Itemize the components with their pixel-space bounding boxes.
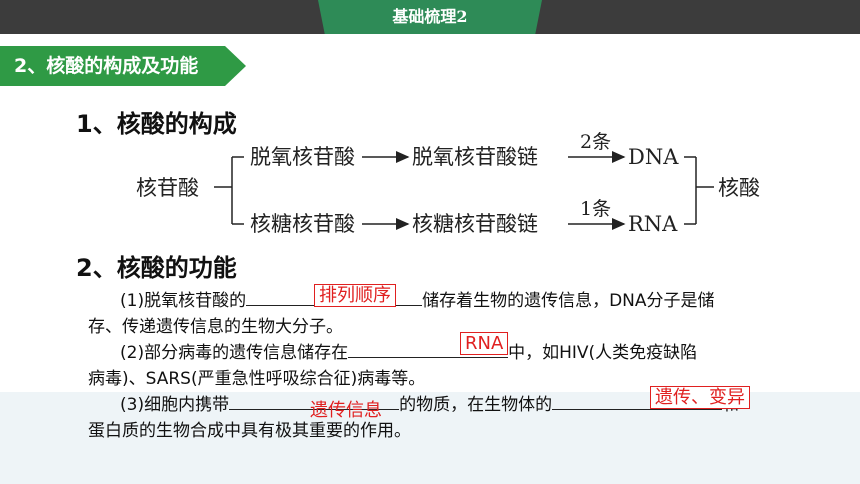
answer-2: RNA <box>460 332 509 355</box>
p1-text-a: (1)脱氧核苷酸的 <box>120 291 247 311</box>
header-tab <box>318 0 542 34</box>
row1-count: 2条 <box>580 131 611 153</box>
function-heading: 2、核酸的功能 <box>76 254 237 282</box>
blank-4 <box>552 391 723 410</box>
row2-product: RNA <box>628 212 678 236</box>
p2-text-b: 中，如HIV(人类免疫缺陷 <box>508 343 698 363</box>
p3-text-a: (3)细胞内携带 <box>120 395 230 415</box>
p1-text-c: 存、传递遗传信息的生物大分子。 <box>88 317 343 337</box>
row1-product: DNA <box>628 145 679 169</box>
section-tag: 2、核酸的构成及功能 <box>0 46 246 86</box>
paragraph-2: (2)部分病毒的遗传信息储存在 中，如HIV(人类免疫缺陷 病毒)、SARS(严重… <box>88 339 818 392</box>
row1-chain: 脱氧核苷酸链 <box>412 145 538 169</box>
row2-count: 1条 <box>580 198 611 220</box>
result-label: 核酸 <box>718 176 760 200</box>
section-label: 2、核酸的构成及功能 <box>14 55 199 77</box>
p2-text-a: (2)部分病毒的遗传信息储存在 <box>120 343 349 363</box>
p2-text-c: 病毒)、SARS(严重急性呼吸综合征)病毒等。 <box>88 369 426 389</box>
row1-nucleotide: 脱氧核苷酸 <box>250 145 355 169</box>
answer-4: 遗传、变异 <box>650 383 750 409</box>
paragraph-1: (1)脱氧核苷酸的 储存着生物的遗传信息，DNA分子是储 存、传递遗传信息的生物大… <box>88 287 818 340</box>
row2-chain: 核糖核苷酸链 <box>412 212 538 236</box>
composition-heading: 1、核酸的构成 <box>76 110 237 138</box>
top-bar: 基础梳理2 <box>0 0 860 34</box>
blank-2 <box>348 339 509 358</box>
row2-nucleotide: 核糖核苷酸 <box>250 212 355 236</box>
blank-3 <box>229 391 400 410</box>
header-title: 基础梳理2 <box>392 7 468 26</box>
p3-text-b: 的物质，在生物体的 <box>399 395 553 415</box>
root-label: 核苷酸 <box>136 176 199 200</box>
answer-3: 遗传信息 <box>310 400 382 421</box>
p1-text-b: 储存着生物的遗传信息，DNA分子是储 <box>422 291 715 311</box>
answer-1: 排列顺序 <box>314 281 396 307</box>
p3-text-d: 蛋白质的生物合成中具有极其重要的作用。 <box>88 421 411 441</box>
